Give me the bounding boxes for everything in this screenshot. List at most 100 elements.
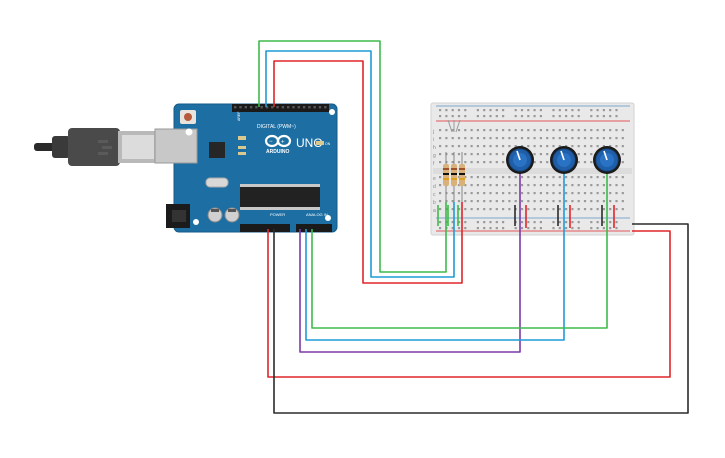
breadboard-hole[interactable]	[552, 176, 555, 179]
breadboard-hole[interactable]	[615, 137, 618, 140]
breadboard-hole[interactable]	[577, 208, 580, 211]
breadboard-hole[interactable]	[470, 145, 473, 148]
breadboard-hole[interactable]	[615, 192, 618, 195]
rail-hole[interactable]	[489, 221, 492, 224]
breadboard-hole[interactable]	[596, 137, 599, 140]
breadboard-hole[interactable]	[583, 129, 587, 132]
breadboard-hole[interactable]	[533, 129, 536, 132]
breadboard-hole[interactable]	[609, 176, 612, 179]
breadboard-hole[interactable]	[539, 208, 542, 211]
rail-hole[interactable]	[571, 227, 574, 230]
breadboard-hole[interactable]	[590, 192, 593, 195]
breadboard-hole[interactable]	[577, 192, 580, 195]
breadboard-hole[interactable]	[502, 137, 505, 140]
rail-hole[interactable]	[552, 115, 555, 118]
breadboard-hole[interactable]	[552, 192, 555, 195]
breadboard-hole[interactable]	[476, 137, 479, 140]
breadboard-hole[interactable]	[602, 208, 605, 211]
breadboard-hole[interactable]	[602, 176, 605, 179]
rail-hole[interactable]	[558, 227, 561, 230]
rail-hole[interactable]	[439, 227, 442, 230]
rail-hole[interactable]	[464, 115, 467, 118]
breadboard-hole[interactable]	[445, 129, 448, 132]
breadboard-hole[interactable]	[470, 153, 473, 156]
breadboard-hole[interactable]	[520, 129, 524, 132]
breadboard-hole[interactable]	[470, 192, 473, 195]
breadboard-hole[interactable]	[439, 129, 442, 132]
breadboard-hole[interactable]	[533, 176, 536, 179]
rail-hole[interactable]	[489, 115, 492, 118]
breadboard-hole[interactable]	[615, 184, 618, 187]
breadboard-hole[interactable]	[464, 176, 467, 179]
arduino-board[interactable]: DIGITAL (PWM~) AREF − + ARDUINO UNO ON	[154, 103, 338, 233]
breadboard-hole[interactable]	[476, 184, 479, 187]
rail-hole[interactable]	[476, 227, 479, 230]
breadboard-hole[interactable]	[470, 129, 473, 132]
rail-hole[interactable]	[483, 227, 486, 230]
breadboard-hole[interactable]	[615, 200, 618, 203]
breadboard-hole[interactable]	[464, 137, 467, 140]
rail-hole[interactable]	[590, 221, 593, 224]
breadboard-hole[interactable]	[457, 161, 461, 164]
breadboard-hole[interactable]	[439, 176, 442, 179]
breadboard-hole[interactable]	[502, 208, 505, 211]
breadboard-hole[interactable]	[464, 208, 467, 211]
breadboard-hole[interactable]	[571, 184, 574, 187]
breadboard-hole[interactable]	[546, 184, 549, 187]
breadboard-hole[interactable]	[476, 192, 479, 195]
header-pin[interactable]	[244, 106, 247, 109]
breadboard-hole[interactable]	[502, 192, 505, 195]
breadboard-hole[interactable]	[615, 145, 618, 148]
breadboard-hole[interactable]	[558, 137, 561, 140]
rail-hole[interactable]	[577, 221, 580, 224]
breadboard-hole[interactable]	[483, 176, 486, 179]
breadboard-hole[interactable]	[596, 176, 599, 179]
header-pin[interactable]	[255, 106, 258, 109]
breadboard-hole[interactable]	[502, 153, 505, 156]
breadboard-hole[interactable]	[502, 145, 505, 148]
breadboard-hole[interactable]	[558, 208, 561, 211]
breadboard-hole[interactable]	[514, 184, 517, 187]
header-pin[interactable]	[297, 106, 300, 109]
breadboard-hole[interactable]	[502, 176, 505, 179]
breadboard-hole[interactable]	[470, 161, 473, 164]
breadboard-hole[interactable]	[583, 153, 587, 156]
breadboard-hole[interactable]	[571, 129, 574, 132]
rail-hole[interactable]	[489, 109, 492, 112]
rail-hole[interactable]	[457, 109, 461, 112]
rail-hole[interactable]	[520, 221, 524, 224]
breadboard-hole[interactable]	[502, 184, 505, 187]
breadboard-hole[interactable]	[489, 192, 492, 195]
header-pin[interactable]	[276, 106, 279, 109]
rail-hole[interactable]	[464, 227, 467, 230]
breadboard-hole[interactable]	[621, 176, 624, 179]
breadboard[interactable]: j i h g f e d c b a	[430, 102, 635, 236]
breadboard-hole[interactable]	[502, 200, 505, 203]
breadboard-hole[interactable]	[457, 129, 461, 132]
breadboard-hole[interactable]	[577, 153, 580, 156]
breadboard-hole[interactable]	[602, 200, 605, 203]
breadboard-hole[interactable]	[609, 208, 612, 211]
breadboard-hole[interactable]	[590, 184, 593, 187]
breadboard-hole[interactable]	[489, 145, 492, 148]
header-pin[interactable]	[324, 106, 327, 109]
rail-hole[interactable]	[457, 115, 461, 118]
breadboard-hole[interactable]	[439, 184, 442, 187]
rail-hole[interactable]	[571, 109, 574, 112]
breadboard-hole[interactable]	[514, 176, 517, 179]
breadboard-hole[interactable]	[489, 184, 492, 187]
rail-hole[interactable]	[445, 115, 448, 118]
rail-hole[interactable]	[514, 109, 517, 112]
rail-hole[interactable]	[457, 221, 461, 224]
breadboard-hole[interactable]	[565, 137, 568, 140]
breadboard-hole[interactable]	[495, 161, 498, 164]
header-pin[interactable]	[239, 106, 242, 109]
breadboard-hole[interactable]	[439, 161, 442, 164]
breadboard-hole[interactable]	[609, 184, 612, 187]
breadboard-hole[interactable]	[483, 153, 486, 156]
breadboard-hole[interactable]	[565, 208, 568, 211]
rail-hole[interactable]	[527, 221, 530, 224]
rail-hole[interactable]	[464, 109, 467, 112]
rail-hole[interactable]	[571, 115, 574, 118]
breadboard-hole[interactable]	[476, 153, 479, 156]
